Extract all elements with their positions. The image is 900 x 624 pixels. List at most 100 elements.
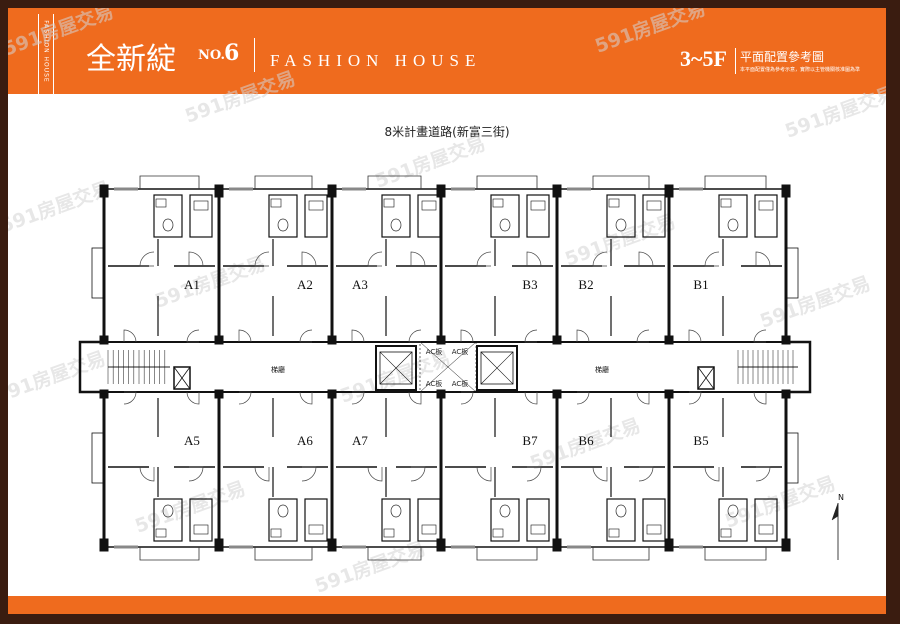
door-swing [123, 391, 137, 405]
balcony-top [139, 175, 200, 189]
shower [608, 528, 620, 538]
sink [308, 524, 324, 535]
footer-bar [8, 596, 886, 614]
ac-label: AC板 [426, 347, 443, 356]
door-swing [753, 329, 767, 343]
door-swing [688, 329, 702, 343]
door-swing [410, 466, 426, 482]
door-swing [299, 391, 313, 405]
north-arrow-head [831, 502, 839, 521]
column [99, 335, 109, 345]
unit-label-bottom: A6 [297, 433, 313, 448]
column [214, 538, 224, 552]
bathroom-2 [304, 194, 328, 238]
elevator-right-x [480, 351, 514, 385]
shower [155, 198, 167, 208]
column [436, 184, 446, 198]
unit-label-bottom: A5 [184, 433, 200, 448]
bathroom [268, 498, 298, 542]
bathroom [490, 498, 520, 542]
door-swing [139, 251, 155, 267]
shaft-right-x [697, 366, 715, 390]
column [552, 184, 562, 198]
column [781, 389, 791, 399]
door-swing [367, 251, 383, 267]
ac-zone-x [419, 341, 477, 393]
bathroom [490, 194, 520, 238]
door-swing [704, 251, 720, 267]
unit-label-top: A2 [297, 277, 313, 292]
door-swing [254, 466, 270, 482]
toilet [277, 218, 289, 232]
door-swing [755, 251, 771, 267]
door-swing [351, 391, 365, 405]
balcony-top [704, 175, 767, 189]
header-divider [254, 38, 255, 72]
column [781, 538, 791, 552]
side-tag: FASHION HOUSE [38, 14, 54, 94]
watermark-text: 591房屋交易 [8, 347, 108, 408]
door-swing [592, 251, 608, 267]
unit-label-top: A3 [352, 277, 368, 292]
column [327, 389, 337, 399]
plan-note: 本平面配置僅為參考示意，實際以主管機關核准圖為準 [740, 67, 861, 73]
shower [720, 528, 732, 538]
watermark-text: 591房屋交易 [562, 210, 679, 271]
ac-label: AC板 [452, 347, 469, 356]
bathroom [718, 498, 748, 542]
door-swing [367, 466, 383, 482]
door-swing [188, 466, 204, 482]
elevator-left-x [379, 351, 413, 385]
shaft-left-x [173, 366, 191, 390]
shower [270, 198, 282, 208]
toilet [727, 218, 739, 232]
door-swing [460, 391, 474, 405]
sink [193, 200, 209, 211]
balcony-top [476, 175, 538, 189]
plan-label: 平面配置參考圖 [740, 50, 825, 64]
toilet [615, 218, 627, 232]
column [436, 389, 446, 399]
bathroom-2 [417, 194, 441, 238]
column [214, 389, 224, 399]
watermark-text: 591房屋交易 [152, 252, 269, 313]
watermark-text: 591房屋交易 [8, 177, 113, 238]
bathroom-2 [642, 194, 666, 238]
elevator-left [375, 345, 417, 391]
sink [758, 200, 774, 211]
sink [530, 200, 546, 211]
stair-wall-left [78, 340, 104, 394]
toilet [499, 504, 511, 518]
door-swing [636, 329, 650, 343]
toilet [277, 504, 289, 518]
shower [383, 198, 395, 208]
column [664, 335, 674, 345]
column [436, 335, 446, 345]
door-swing [123, 329, 137, 343]
shower [383, 528, 395, 538]
bay-window-left-bottom [91, 432, 105, 484]
sink [308, 200, 324, 211]
door-swing [688, 391, 702, 405]
bathroom-2 [304, 498, 328, 542]
door-swing [408, 391, 422, 405]
shower [155, 528, 167, 538]
corridor-label-left: 梯廳 [271, 365, 285, 374]
door-swing [524, 329, 538, 343]
door-swing [576, 391, 590, 405]
bathroom [606, 194, 636, 238]
bathroom [381, 194, 411, 238]
door-swing [638, 251, 654, 267]
column [552, 538, 562, 552]
toilet [499, 218, 511, 232]
column [99, 389, 109, 399]
bathroom-2 [417, 498, 441, 542]
watermark-text: 591房屋交易 [8, 8, 116, 61]
bathroom-2 [189, 194, 213, 238]
bathroom-2 [754, 498, 778, 542]
ac-zone [419, 341, 477, 393]
bathroom [606, 498, 636, 542]
balcony-top [592, 175, 650, 189]
bathroom-2 [189, 498, 213, 542]
sink [758, 524, 774, 535]
